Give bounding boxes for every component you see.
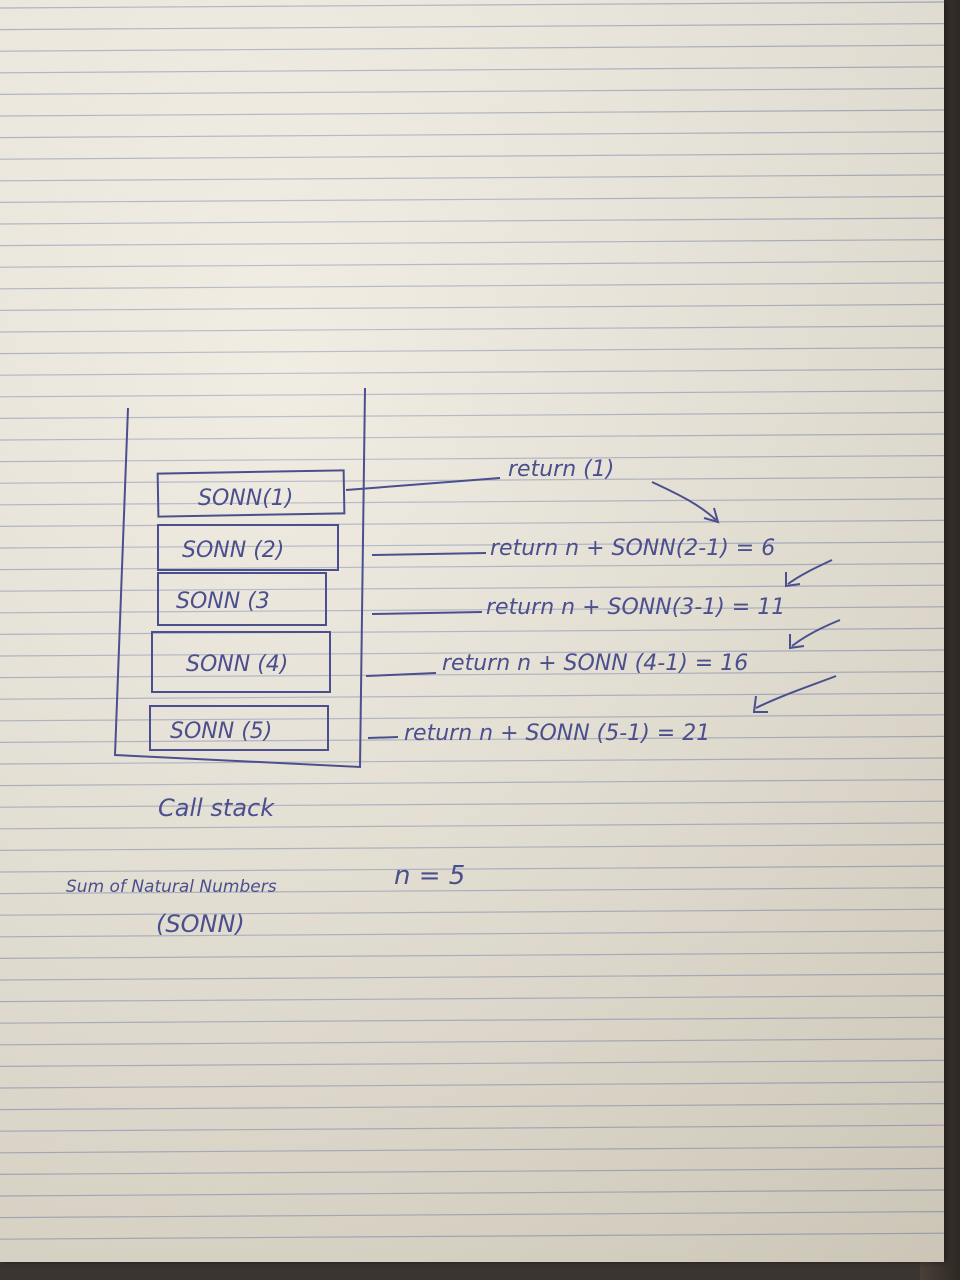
connector-line-1 [345, 477, 501, 491]
rule-line [0, 239, 944, 247]
rule-line [0, 908, 944, 916]
input-value: n = 5 [394, 861, 465, 891]
rule-line [0, 843, 944, 852]
rule-line [0, 282, 944, 290]
rule-line [0, 1210, 944, 1219]
rule-line [0, 66, 944, 74]
value-arrow-2 [787, 559, 833, 585]
rule-line [0, 930, 944, 938]
return-statement-4: return n + SONN (4-1) = 16 [442, 651, 748, 676]
rule-line [0, 951, 944, 960]
value-arrow-2-head [785, 572, 801, 588]
value-arrow-3 [791, 619, 841, 647]
rule-line [0, 195, 944, 203]
rule-line [0, 778, 944, 787]
ruled-lines [0, 1, 944, 1240]
rule-line [0, 260, 944, 268]
value-arrow-4 [755, 675, 837, 709]
rule-line [0, 670, 944, 679]
stack-container-outline [113, 387, 366, 769]
return-statement-3: return n + SONN(3-1) = 11 [486, 595, 785, 620]
value-arrow-4-head [752, 695, 768, 713]
rule-line [0, 886, 944, 895]
caption-abbreviation: (SONN) [156, 910, 245, 938]
stack-frame-label-2: SONN (2) [182, 538, 284, 563]
rule-line [0, 627, 944, 636]
rule-line [0, 87, 944, 95]
stack-frame-box-4 [151, 631, 331, 693]
return-statement-5: return n + SONN (5-1) = 21 [404, 721, 710, 746]
rule-line [0, 865, 944, 873]
rule-line [0, 714, 944, 722]
stack-frame-box-5 [149, 705, 329, 751]
return-statement-1: return (1) [508, 457, 614, 482]
rule-line [0, 1232, 944, 1240]
rule-line [0, 368, 944, 376]
rule-line [0, 1081, 944, 1089]
rule-line [0, 1124, 944, 1132]
call-stack-diagram: SONN(1) SONN (2) SONN (3 SONN (4) SONN (… [66, 387, 841, 938]
rule-line [0, 1, 944, 9]
connector-line-5 [367, 736, 399, 739]
stack-frame-box-3 [157, 572, 327, 626]
rule-line [0, 303, 944, 311]
return-statement-2: return n + SONN(2-1) = 6 [490, 536, 775, 561]
rule-line [0, 973, 944, 981]
rule-line [0, 109, 944, 117]
rule-line [0, 152, 944, 160]
rule-line [0, 735, 944, 744]
rule-line [0, 1189, 944, 1197]
rule-line [0, 390, 944, 398]
rule-line [0, 1059, 944, 1068]
rule-line [0, 1167, 944, 1176]
stack-frame-label-4: SONN (4) [186, 652, 288, 677]
rule-line [0, 411, 944, 419]
stack-frame-box-2 [157, 524, 339, 571]
caption-title: Sum of Natural Numbers [66, 877, 277, 897]
call-stack-label: Call stack [158, 794, 275, 822]
rule-line [0, 822, 944, 830]
rule-line [0, 1102, 944, 1111]
rule-line [0, 217, 944, 225]
rule-line [0, 1038, 944, 1046]
stack-frame-label-5: SONN (5) [170, 719, 272, 744]
value-arrow-1 [651, 481, 717, 521]
rule-line [0, 325, 944, 333]
stack-frame-box-1 [156, 469, 346, 518]
rule-line [0, 131, 944, 139]
stack-frame-label-3: SONN (3 [176, 589, 270, 614]
connector-line-4 [365, 672, 437, 677]
lined-paper-sheet: SONN(1) SONN (2) SONN (3 SONN (4) SONN (… [0, 0, 944, 1262]
connector-line-2 [371, 552, 487, 556]
rule-line [0, 994, 944, 1003]
rule-line [0, 800, 944, 808]
rule-line [0, 649, 944, 657]
rule-line [0, 433, 944, 441]
stack-frame-label-1: SONN(1) [198, 486, 293, 511]
value-arrow-3-head [789, 634, 805, 650]
rule-line [0, 23, 944, 31]
rule-line [0, 455, 944, 463]
rule-line [0, 757, 944, 765]
connector-line-3 [371, 611, 483, 615]
value-arrow-1-head [703, 507, 720, 524]
rule-line [0, 174, 944, 182]
rule-line [0, 1146, 944, 1154]
rule-line [0, 44, 944, 52]
rule-line [0, 347, 944, 355]
rule-line [0, 1016, 944, 1024]
